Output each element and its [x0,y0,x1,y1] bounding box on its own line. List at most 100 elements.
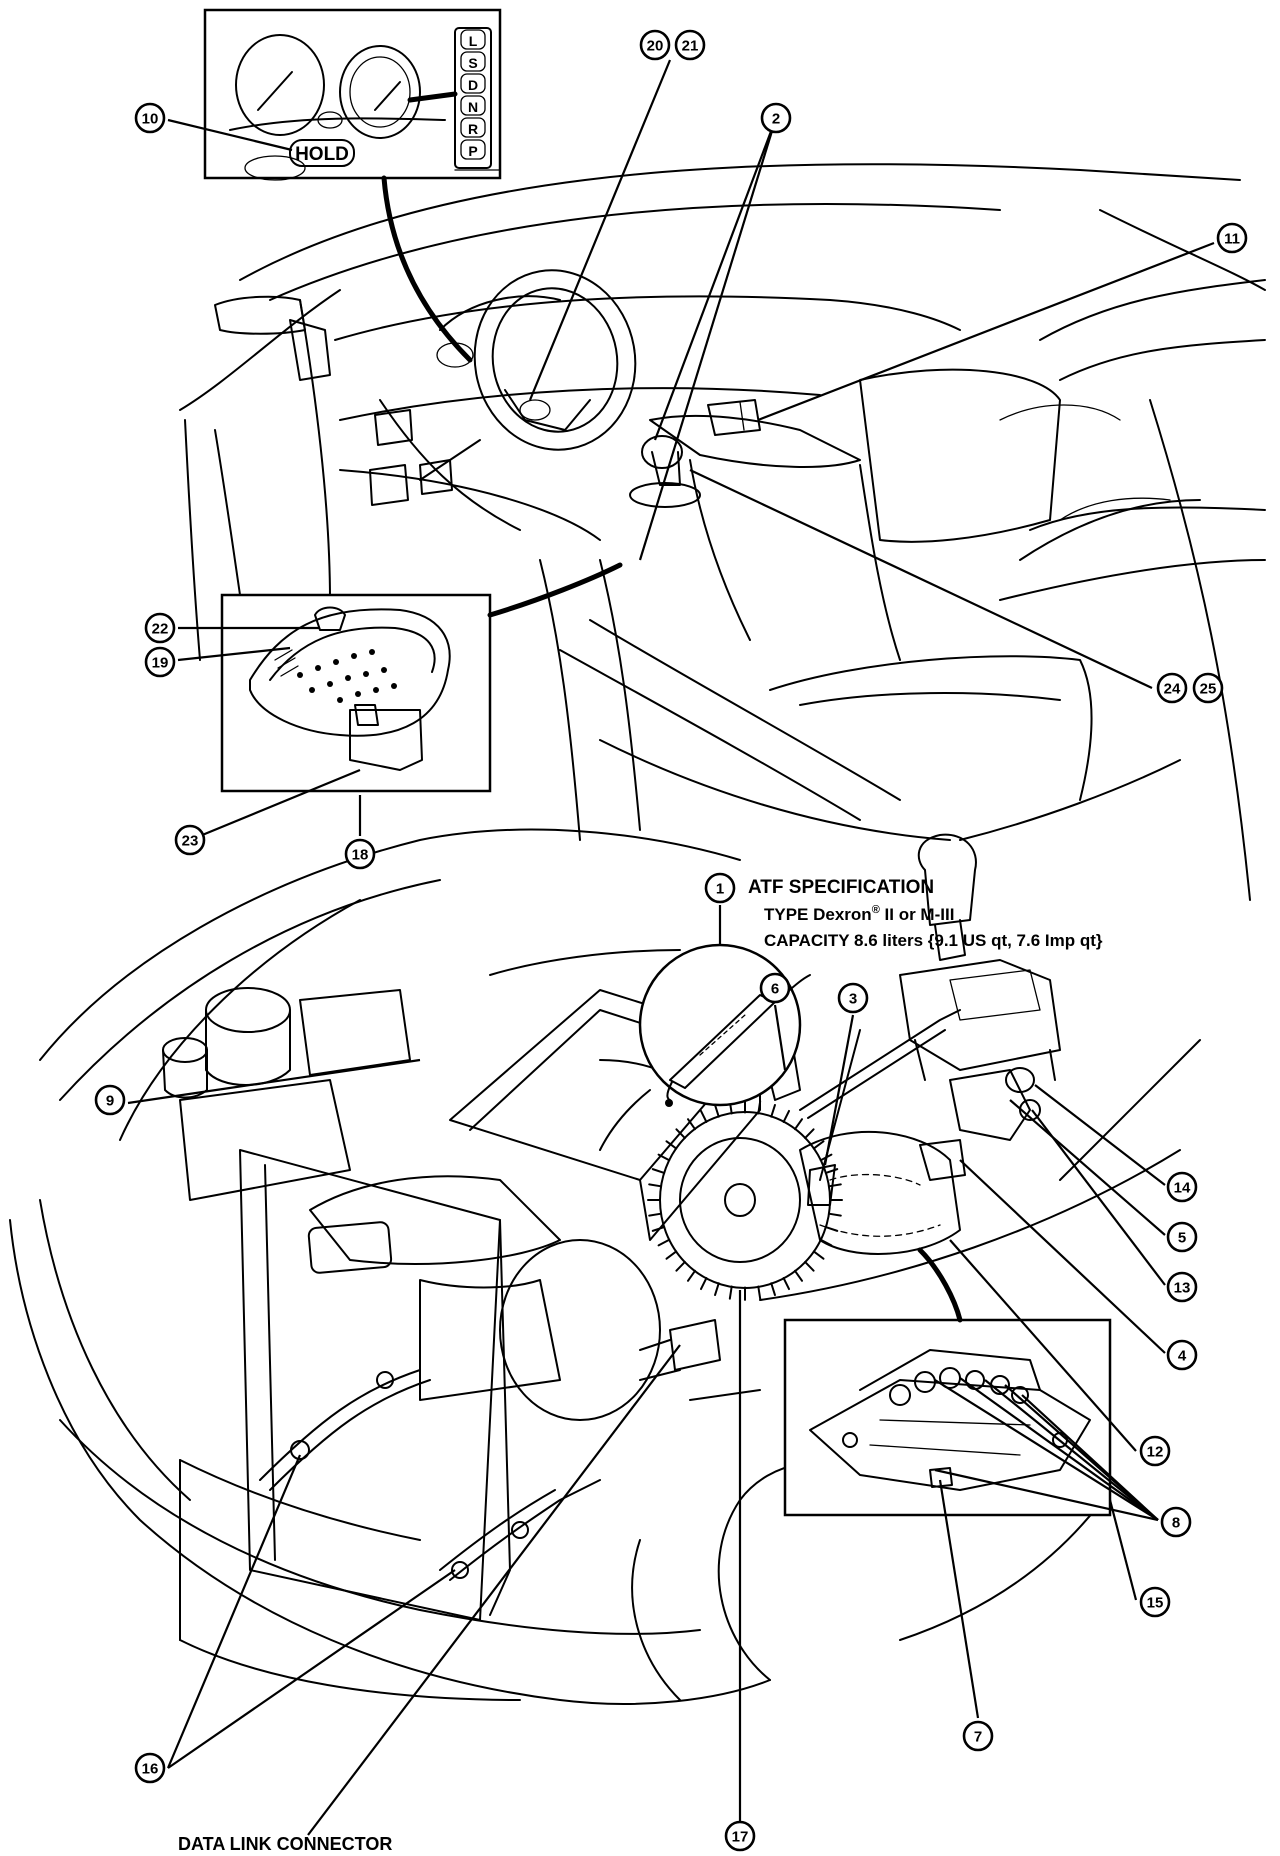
range-letter-frame [460,139,486,160]
selector-lever-inset [220,593,492,793]
atf-spec-capacity: CAPACITY 8.6 liters {9.1 US qt, 7.6 Imp … [764,931,1103,950]
range-letter-frame [460,51,486,72]
gear-tooth [675,1128,686,1140]
gear-tooth [793,1118,804,1131]
selector-gate-dot [327,681,333,687]
range-letter: N [468,99,478,115]
atf-spec-type: TYPE Dexron® II or M-III [764,904,954,924]
callout-circle [1166,1271,1198,1303]
callout-number: 19 [152,655,169,672]
dipstick-magnified-inset [638,943,811,1107]
callout-circle [134,1752,166,1784]
cluster-pointer-arrow [381,175,473,363]
callout-circle [759,972,791,1004]
callout-number: 6 [771,981,779,998]
atf-spec-type-prefix: TYPE Dexron [764,905,872,924]
callout-number: 25 [1200,681,1217,698]
callout-number: 18 [352,847,369,864]
data-link-connector-label: DATA LINK CONNECTOR [178,1834,392,1854]
callout-number: 9 [106,1093,114,1110]
callout-circle [1139,1435,1171,1467]
range-letter: D [468,77,478,93]
atf-specification-block: ATF SPECIFICATION TYPE Dexron® II or M-I… [748,877,1103,950]
atf-spec-type-suffix: II or M-III [880,905,955,924]
callout-circle [1192,672,1224,704]
gear-tooth [714,1282,720,1297]
gear-tooth [770,1103,776,1118]
selector-gate-dot [355,691,361,697]
callout-circle [1139,1586,1171,1618]
gear-tooth [757,1100,762,1115]
callout-number: 21 [682,38,699,55]
selector-gate-dot [315,665,321,671]
callout-circle [144,612,176,644]
range-letter: P [468,143,477,159]
range-letter: S [468,55,477,71]
callout-number: 5 [1178,1230,1186,1247]
gear-tooth [657,1238,671,1247]
gear-tooth [665,1250,678,1260]
hold-label: HOLD [295,144,349,165]
callout-circle [639,29,671,61]
callout-number: 17 [732,1829,749,1846]
range-letter: R [468,121,478,137]
callout-circle [1216,222,1248,254]
callout-circle [174,824,206,856]
dipstick-inset-pointer [599,1089,651,1151]
callout-circle [344,838,376,870]
gear-tooth [686,1269,697,1282]
selector-gate-dot [351,653,357,659]
gear-tooth [651,1226,666,1232]
callout-circle [94,1084,126,1116]
valve-body-pointer-arrow [917,1247,963,1323]
callout-circle [674,29,706,61]
callout-number: 3 [849,991,857,1008]
callout-number: 20 [647,38,664,55]
engine-compartment-illustration [9,828,1201,1705]
hold-indicator: HOLD [289,139,355,167]
range-letter-frame [460,117,486,138]
selector-gate-dot [391,683,397,689]
gear-tooth [665,1140,678,1150]
gear-tooth [714,1103,720,1118]
callout-number: 15 [1147,1595,1164,1612]
callout-number: 24 [1164,681,1181,698]
gear-tooth [770,1282,776,1297]
selector-gate-dot [373,687,379,693]
range-letter-frame [460,29,486,50]
gear-tooth [827,1212,842,1217]
selector-gate-dot [333,659,339,665]
callout-number: 4 [1178,1348,1187,1365]
callout-number: 12 [1147,1444,1164,1461]
selector-pointer-arrow [487,562,623,618]
selector-gate-dot [297,672,303,678]
gear-tooth [648,1212,663,1217]
gear-tooth [651,1168,666,1174]
vehicle-interior-illustration [179,163,1266,901]
callout-number: 23 [182,833,199,850]
gear-tooth [793,1269,804,1282]
gear-tooth [812,1250,825,1260]
callout-circle [1156,672,1188,704]
callout-circle [760,102,792,134]
selector-gate-dot [309,687,315,693]
gear-tooth [675,1260,686,1272]
gear-tooth [812,1140,825,1150]
gear-tooth [699,1109,708,1123]
callout-number: 7 [974,1729,982,1746]
gear-tooth [686,1118,697,1131]
leader-lines [127,59,1215,1845]
gear-tooth [824,1168,839,1174]
callout-number: 8 [1172,1515,1180,1532]
range-letter-frame [460,95,486,116]
atf-spec-title: ATF SPECIFICATION [748,877,934,898]
valve-body-inset [783,1318,1112,1517]
callout-circle [144,646,176,678]
gear-tooth [757,1285,762,1300]
callout-number: 16 [142,1761,159,1778]
range-letter: L [469,33,478,49]
callout-number: 14 [1174,1180,1191,1197]
